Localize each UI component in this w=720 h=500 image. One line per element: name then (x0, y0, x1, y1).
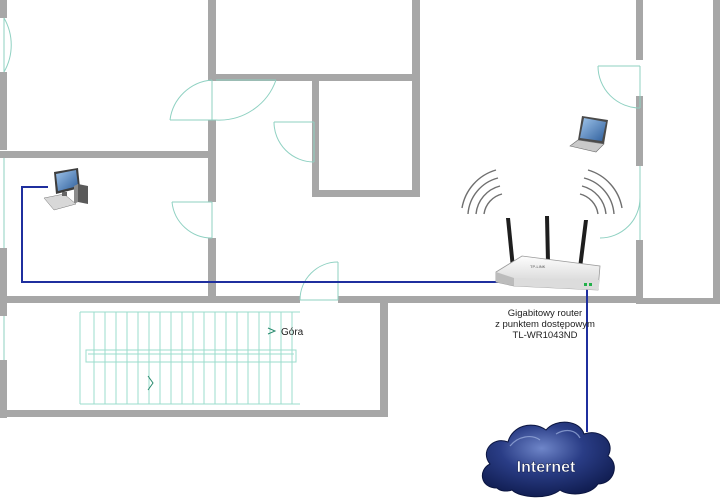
cable-router-to-desktop (21, 186, 500, 283)
wireless-router-icon: TP-LINK (495, 216, 601, 291)
stairs-label: Góra (281, 327, 304, 338)
network-cables (21, 186, 588, 432)
laptop-icon (569, 116, 608, 153)
desktop-computer-icon (43, 168, 88, 211)
doors (3, 17, 641, 360)
router-caption-line2: z punktem dostępowym (495, 319, 595, 330)
stairs-center-rail (85, 349, 297, 363)
cloud-icon (481, 421, 615, 498)
stairs-chevron-icon (147, 375, 154, 391)
svg-text:TP-LINK: TP-LINK (530, 264, 546, 269)
walls (0, 0, 720, 418)
stairs-up-arrow-icon (267, 327, 277, 335)
router-caption-line3: TL-WR1043ND (513, 330, 578, 341)
wifi-waves-icon (461, 169, 623, 215)
router-caption-line1: Gigabitowy router (508, 308, 582, 319)
staircase (79, 311, 300, 405)
cloud-label: Internet (517, 459, 576, 476)
